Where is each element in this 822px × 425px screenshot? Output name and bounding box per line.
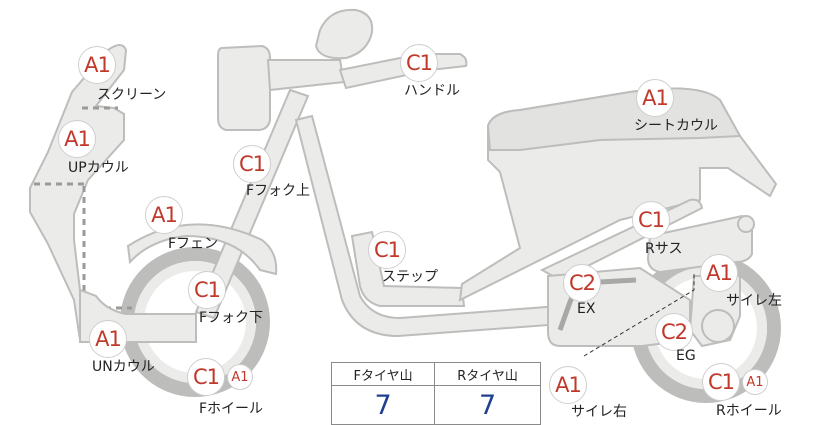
- front-tire-value: 7: [330, 385, 436, 425]
- f-fork-upper-grade: C1: [233, 145, 271, 183]
- tire-table-header-row: Fタイヤ山 Rタイヤ山: [330, 362, 541, 386]
- headlight-shape: [217, 44, 271, 131]
- f-wheel-grade-secondary: A1: [227, 364, 253, 390]
- ex-label: EX: [577, 301, 596, 317]
- f-fender-grade: A1: [145, 196, 183, 234]
- un-cowl-label: UNカウル: [92, 359, 155, 375]
- muffler-left-grade-badge: A1: [700, 254, 738, 292]
- seat-cowl-grade-badge: A1: [636, 79, 674, 117]
- muffler-right-grade: A1: [549, 366, 587, 404]
- handle-grade-badge: C1: [400, 44, 438, 82]
- screen-label: スクリーン: [97, 87, 167, 103]
- eg-label: EG: [676, 348, 696, 364]
- up-cowl-grade: A1: [58, 120, 96, 158]
- r-sus-grade-badge: C1: [632, 201, 670, 239]
- f-wheel-grade-badge: C1 A1: [187, 358, 253, 396]
- f-fork-upper-label: Fフォク上: [246, 183, 311, 199]
- un-cowl-grade: A1: [89, 320, 127, 358]
- r-wheel-grade-badge: C1 A1: [702, 363, 768, 401]
- r-sus-grade: C1: [632, 201, 670, 239]
- tire-tread-table: Fタイヤ山 Rタイヤ山 7 7: [330, 362, 541, 425]
- handle-grade: C1: [400, 44, 438, 82]
- f-fork-lower-grade-badge: C1: [188, 271, 226, 309]
- r-wheel-label: Rホイール: [716, 403, 782, 419]
- f-wheel-grade: C1: [187, 358, 225, 396]
- f-fender-grade-badge: A1: [145, 196, 183, 234]
- eg-grade: C2: [655, 313, 693, 351]
- handle-label: ハンドル: [404, 83, 460, 99]
- muffler-left-label: サイレ左: [726, 293, 782, 309]
- muffler-right-label: サイレ右: [571, 404, 627, 420]
- rear-shock-top: [737, 215, 755, 233]
- up-cowl-label: UPカウル: [68, 160, 129, 176]
- muffler-right-pointer: [583, 272, 695, 357]
- up-cowl-grade-badge: A1: [58, 120, 96, 158]
- r-sus-label: Rサス: [645, 241, 683, 257]
- step-label: ステップ: [382, 269, 438, 285]
- step-floor-shape: [350, 230, 466, 307]
- step-grade-badge: C1: [368, 231, 406, 269]
- step-grade: C1: [368, 231, 406, 269]
- r-wheel-grade-secondary: A1: [742, 369, 768, 395]
- muffler-right-grade-badge: A1: [549, 366, 587, 404]
- seat-cowl-grade: A1: [636, 79, 674, 117]
- seat-top: [486, 87, 742, 151]
- tire-table-value-row: 7 7: [330, 385, 541, 425]
- mirror-shape: [314, 8, 374, 60]
- f-fork-lower-label: Fフォク下: [199, 310, 264, 326]
- screen-grade: A1: [78, 46, 116, 84]
- seat-cowl-label: シートカウル: [634, 118, 718, 134]
- f-fork-upper-grade-badge: C1: [233, 145, 271, 183]
- ex-grade-badge: C2: [563, 264, 601, 302]
- screen-grade-badge: A1: [78, 46, 116, 84]
- rear-tire-value: 7: [434, 385, 541, 425]
- f-wheel-label: Fホイール: [199, 401, 264, 417]
- front-tire-header: Fタイヤ山: [330, 362, 436, 386]
- r-wheel-grade: C1: [702, 363, 740, 401]
- eg-grade-badge: C2: [655, 313, 693, 351]
- ex-grade: C2: [563, 264, 601, 302]
- f-fork-lower-grade: C1: [188, 271, 226, 309]
- muffler-end: [701, 309, 735, 343]
- un-cowl-grade-badge: A1: [89, 320, 127, 358]
- handlebar-post: [266, 59, 346, 92]
- f-fender-label: Fフェン: [168, 236, 219, 252]
- front-cowl-shape: [29, 44, 128, 342]
- front-fender-shape: [126, 223, 278, 276]
- muffler-left-grade: A1: [700, 254, 738, 292]
- rear-tire-header: Rタイヤ山: [434, 362, 541, 386]
- cowl-seam-3: [82, 186, 132, 310]
